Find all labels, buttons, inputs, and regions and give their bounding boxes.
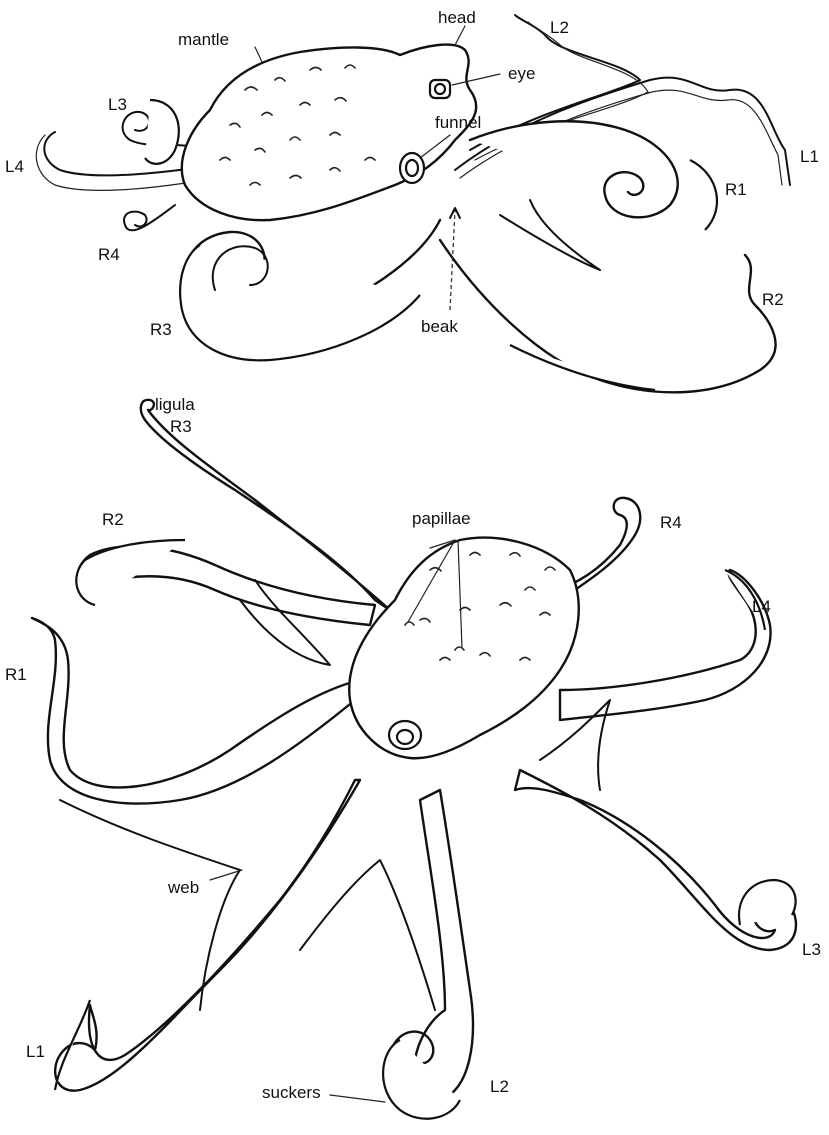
label-top-r4: R4	[98, 245, 120, 264]
bottom-arm-l1	[55, 780, 360, 1091]
label-top-l1: L1	[800, 147, 819, 166]
label-top-r2: R2	[762, 290, 784, 309]
label-eye: eye	[508, 64, 535, 83]
label-top-l3: L3	[108, 95, 127, 114]
label-top-r3: R3	[150, 320, 172, 339]
label-top-r1: R1	[725, 180, 747, 199]
label-bottom-l3: L3	[802, 940, 821, 959]
label-beak: beak	[421, 317, 458, 336]
top-arm-r1-suckers	[690, 160, 717, 230]
bottom-arm-r1	[32, 618, 360, 804]
label-bottom-l1: L1	[26, 1042, 45, 1061]
bottom-web-center	[300, 860, 435, 1010]
label-suckers: suckers	[262, 1083, 321, 1102]
bottom-arm-l4	[560, 570, 771, 720]
label-bottom-r4: R4	[660, 513, 682, 532]
label-bottom-l2: L2	[490, 1077, 509, 1096]
label-mantle: mantle	[178, 30, 229, 49]
top-arm-r1	[470, 121, 678, 217]
bottom-eye	[389, 721, 421, 749]
bottom-octopus	[32, 400, 796, 1119]
label-ligula: ligula	[155, 395, 195, 414]
bottom-arm-l3	[515, 770, 796, 950]
top-arm-r2	[440, 240, 776, 392]
label-bottom-l4: L4	[752, 597, 771, 616]
label-bottom-r3: R3	[170, 417, 192, 436]
bottom-mantle	[349, 538, 578, 759]
suckers-pointer	[330, 1095, 385, 1102]
label-top-l2: L2	[550, 18, 569, 37]
label-head: head	[438, 8, 476, 27]
label-bottom-r1: R1	[5, 665, 27, 684]
label-funnel: funnel	[435, 113, 481, 132]
top-arm-r4	[124, 205, 175, 230]
label-bottom-r2: R2	[102, 510, 124, 529]
top-eye	[430, 80, 450, 98]
label-top-l4: L4	[5, 157, 24, 176]
top-mantle	[182, 45, 476, 221]
top-arm-l3-suckers	[145, 100, 179, 164]
label-web: web	[167, 878, 199, 897]
label-papillae: papillae	[412, 509, 471, 528]
